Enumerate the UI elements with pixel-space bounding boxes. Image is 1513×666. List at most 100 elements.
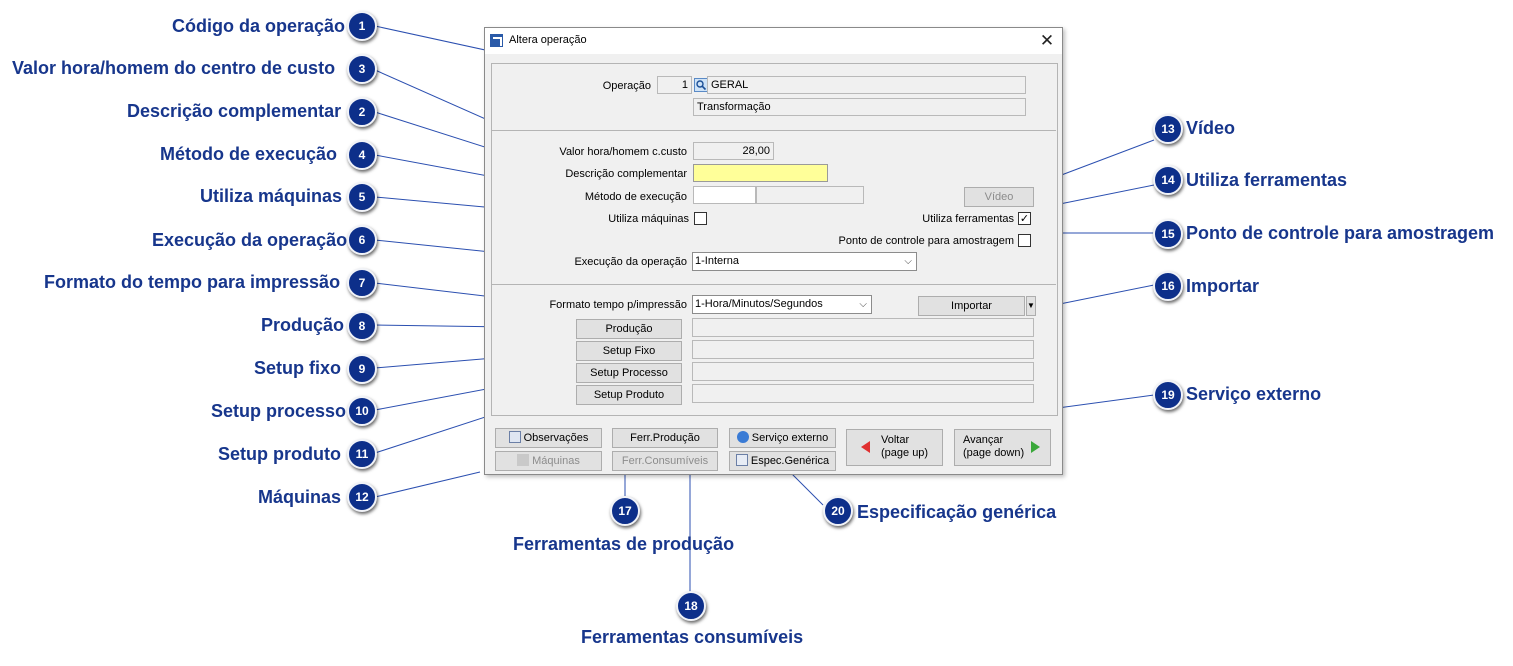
maquinas-button[interactable]: Máquinas [495, 451, 602, 471]
callout-badge-5: 5 [347, 182, 377, 212]
search-icon[interactable] [694, 78, 708, 92]
close-button[interactable]: ✕ [1039, 31, 1055, 51]
separator-2 [491, 284, 1056, 285]
descricao-input[interactable] [693, 164, 828, 182]
callout-label-1: Código da operação [172, 16, 346, 36]
voltar-sublabel: (page up) [881, 447, 929, 459]
operacao-name-field: GERAL [707, 76, 1026, 94]
callout-badge-6: 6 [347, 225, 377, 255]
metodo-code-input[interactable] [693, 186, 756, 204]
callout-label-17: Ferramentas de produção [513, 534, 735, 554]
callout-label-19: Serviço externo [1186, 384, 1322, 404]
separator-1 [491, 130, 1056, 131]
metodo-desc-field [756, 186, 864, 204]
servico-externo-label: Serviço externo [751, 432, 829, 444]
callout-badge-16: 16 [1153, 271, 1183, 301]
setup-fixo-button[interactable]: Setup Fixo [576, 341, 682, 361]
callout-badge-3: 3 [347, 54, 377, 84]
callout-badge-11: 11 [347, 439, 377, 469]
callout-label-15: Ponto de controle para amostragem [1186, 223, 1495, 243]
espec-generica-button[interactable]: Espec.Genérica [729, 451, 836, 471]
callout-badge-15: 15 [1153, 219, 1183, 249]
execucao-label: Execução da operação [574, 256, 687, 268]
execucao-value: 1-Interna [695, 255, 740, 267]
callout-label-20: Especificação genérica [857, 502, 1057, 522]
callout-badge-8: 8 [347, 311, 377, 341]
callout-badge-12: 12 [347, 482, 377, 512]
machine-icon [517, 454, 530, 466]
callout-label-16: Importar [1186, 276, 1260, 296]
callout-label-12: Máquinas [258, 487, 342, 507]
callout-label-9: Setup fixo [254, 358, 342, 378]
maquinas-label: Máquinas [532, 455, 580, 467]
callout-badge-7: 7 [347, 268, 377, 298]
espec-generica-label: Espec.Genérica [750, 455, 830, 467]
callout-badge-20: 20 [823, 496, 853, 526]
callout-badge-14: 14 [1153, 165, 1183, 195]
callout-label-7: Formato do tempo para impressão [44, 272, 341, 292]
callout-label-2: Descrição complementar [127, 101, 342, 121]
window-title: Altera operação [509, 34, 587, 46]
execucao-select[interactable]: 1-Interna ⌵ [692, 252, 917, 271]
callout-label-6: Execução da operação [152, 230, 348, 250]
callout-label-5: Utiliza máquinas [200, 186, 343, 206]
callout-badge-17: 17 [610, 496, 640, 526]
video-button[interactable]: Vídeo [964, 187, 1034, 207]
setup-processo-field [692, 362, 1034, 381]
ponto-controle-checkbox[interactable] [1018, 234, 1031, 247]
external-service-icon [736, 431, 749, 443]
callout-badge-9: 9 [347, 354, 377, 384]
observacoes-button[interactable]: Observações [495, 428, 602, 448]
setup-fixo-field [692, 340, 1034, 359]
callout-label-3: Valor hora/homem do centro de custo [12, 58, 336, 78]
producao-button[interactable]: Produção [576, 319, 682, 339]
utiliza-maquinas-label: Utiliza máquinas [608, 213, 689, 225]
operacao-desc-field: Transformação [693, 98, 1026, 116]
valor-hora-field: 28,00 [693, 142, 774, 160]
avancar-label: Avançar [963, 434, 1004, 446]
callout-label-10: Setup processo [211, 401, 347, 421]
chevron-down-icon: ⌵ [859, 299, 867, 310]
callout-badge-13: 13 [1153, 114, 1183, 144]
voltar-label: Voltar [881, 434, 910, 446]
arrow-left-icon [861, 441, 870, 453]
callout-label-11: Setup produto [218, 444, 341, 464]
title-bar: Altera operação ✕ [485, 28, 1062, 54]
voltar-button[interactable]: Voltar (page up) [846, 429, 943, 466]
document-icon [735, 454, 748, 466]
importar-button[interactable]: Importar [918, 296, 1025, 316]
ferr-consumiveis-button[interactable]: Ferr.Consumíveis [612, 451, 718, 471]
chevron-down-icon: ⌵ [904, 256, 912, 267]
servico-externo-button[interactable]: Serviço externo [729, 428, 836, 448]
callout-label-13: Vídeo [1186, 118, 1236, 138]
valor-hora-label: Valor hora/homem c.custo [559, 146, 687, 158]
utiliza-ferramentas-label: Utiliza ferramentas [922, 213, 1014, 225]
app-icon [490, 34, 503, 47]
descricao-label: Descrição complementar [565, 168, 687, 180]
notes-icon [508, 431, 521, 443]
ponto-controle-label: Ponto de controle para amostragem [838, 235, 1015, 247]
callout-badge-4: 4 [347, 140, 377, 170]
metodo-label: Método de execução [584, 191, 687, 203]
utiliza-maquinas-checkbox[interactable] [694, 212, 707, 225]
observacoes-label: Observações [523, 432, 589, 444]
avancar-button[interactable]: Avançar (page down) [954, 429, 1051, 466]
formato-label: Formato tempo p/impressão [549, 299, 687, 311]
importar-dropdown-button[interactable]: ▼ [1026, 296, 1036, 316]
setup-produto-field [692, 384, 1034, 403]
setup-produto-button[interactable]: Setup Produto [576, 385, 682, 405]
callout-label-18: Ferramentas consumíveis [581, 627, 804, 647]
formato-value: 1-Hora/Minutos/Segundos [695, 298, 823, 310]
operacao-code-field[interactable]: 1 [657, 76, 692, 94]
callout-badge-10: 10 [347, 396, 377, 426]
callout-label-4: Método de execução [160, 144, 338, 164]
callout-badge-2: 2 [347, 97, 377, 127]
utiliza-ferramentas-checkbox[interactable]: ✓ [1018, 212, 1031, 225]
producao-field [692, 318, 1034, 337]
altera-operacao-dialog: Altera operação ✕ Operação 1 GERAL Trans… [484, 27, 1063, 475]
formato-select[interactable]: 1-Hora/Minutos/Segundos ⌵ [692, 295, 872, 314]
callout-badge-1: 1 [347, 11, 377, 41]
setup-processo-button[interactable]: Setup Processo [576, 363, 682, 383]
ferr-producao-button[interactable]: Ferr.Produção [612, 428, 718, 448]
callout-badge-18: 18 [676, 591, 706, 621]
